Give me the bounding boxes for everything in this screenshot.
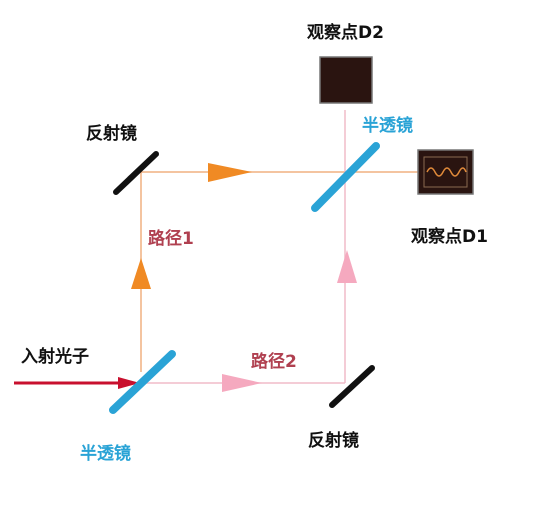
splitter-top-label: 半透镜 xyxy=(362,115,413,136)
mirror-icon xyxy=(113,151,159,195)
path2-label: 路径2 xyxy=(251,351,297,372)
detector-d2-icon xyxy=(319,56,373,104)
incident-photon-label: 入射光子 xyxy=(21,346,89,367)
path1-label: 路径1 xyxy=(148,228,194,249)
mirror-bottom-label: 反射镜 xyxy=(308,430,359,451)
beam-splitter-icon xyxy=(109,350,176,414)
path2-up-arrow-icon xyxy=(337,250,357,283)
waveform-icon xyxy=(426,167,467,177)
detector-d2-label: 观察点D2 xyxy=(306,22,384,43)
beam-splitter-icon xyxy=(311,142,380,212)
detector-d1-icon xyxy=(417,149,474,195)
splitter-bottom-label: 半透镜 xyxy=(80,443,131,464)
incident-arrow-icon xyxy=(118,377,140,389)
mirror-icon xyxy=(329,365,375,408)
mirror-top-label: 反射镜 xyxy=(86,123,137,144)
path2-right-arrow-icon xyxy=(222,374,262,392)
detector-d1-label: 观察点D1 xyxy=(410,226,488,247)
path1-up-arrow-icon xyxy=(131,258,151,289)
path1-right-arrow-icon xyxy=(208,163,252,182)
